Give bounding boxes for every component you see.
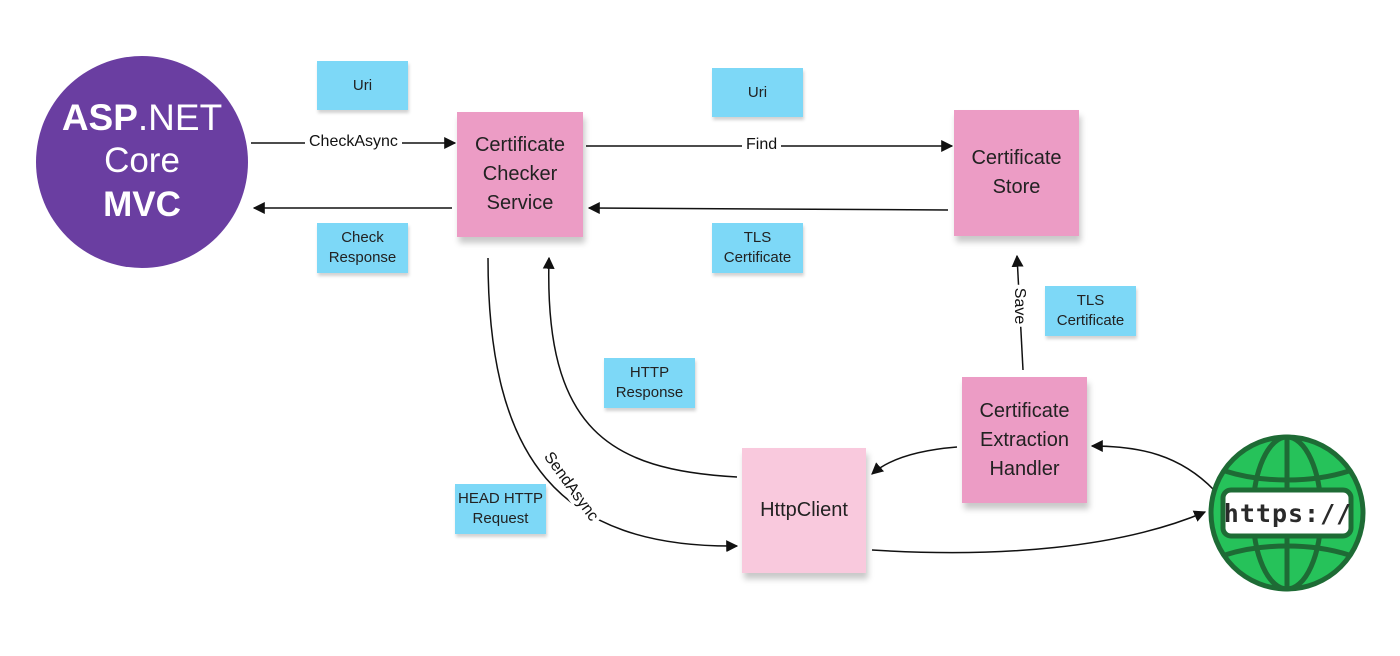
note-http-response-label: HTTP Response (615, 364, 684, 401)
edge-label-save: Save (1010, 284, 1029, 328)
arrow-handler-to-httpclient (871, 446, 958, 475)
edge-label-find: Find (742, 136, 782, 154)
note-check-response: Check Response (317, 223, 408, 273)
arrow-sendasync (487, 257, 739, 553)
certificate-checker-service-label: Certificate Checker Service (474, 134, 566, 214)
note-tls-certificate-save: TLS Certificate (1045, 286, 1136, 336)
https-globe-icon (1208, 434, 1366, 592)
logo-line-mvc: MVC (103, 185, 181, 224)
note-uri-checkasync: Uri (317, 61, 408, 110)
certificate-checker-service-node: Certificate Checker Service (457, 112, 583, 237)
arrow-http-response (542, 256, 738, 478)
note-uri-checkasync-label: Uri (352, 76, 373, 94)
arrow-tls-certificate-return (587, 202, 949, 215)
note-http-response: HTTP Response (604, 358, 695, 408)
httpclient-node: HttpClient (742, 448, 866, 573)
arrow-web-to-handler (1090, 440, 1215, 491)
note-tls-certificate-store-label: TLS Certificate (723, 229, 792, 266)
edge-label-checkasync: CheckAsync (305, 133, 402, 151)
logo-line-aspnet: ASP.NET (61, 97, 223, 138)
note-tls-certificate-store: TLS Certificate (712, 223, 803, 273)
note-uri-find: Uri (712, 68, 803, 117)
certificate-store-node: Certificate Store (954, 110, 1079, 236)
certificate-extraction-handler-label: Certificate Extraction Handler (979, 399, 1070, 480)
note-uri-find-label: Uri (747, 83, 768, 101)
https-badge-label: https:// (1223, 498, 1353, 528)
certificate-extraction-handler-node: Certificate Extraction Handler (962, 377, 1087, 503)
arrow-httpclient-to-web (871, 510, 1207, 554)
note-check-response-label: Check Response (328, 229, 397, 266)
note-head-http-request-label: HEAD HTTP Request (457, 490, 543, 527)
logo-line-core: Core (104, 141, 180, 180)
aspnet-core-mvc-logo: ASP.NET Core MVC (36, 56, 248, 268)
certificate-store-label: Certificate Store (971, 147, 1062, 198)
httpclient-label: HttpClient (760, 499, 848, 521)
note-tls-certificate-save-label: TLS Certificate (1056, 292, 1125, 329)
note-head-http-request: HEAD HTTP Request (455, 484, 546, 534)
